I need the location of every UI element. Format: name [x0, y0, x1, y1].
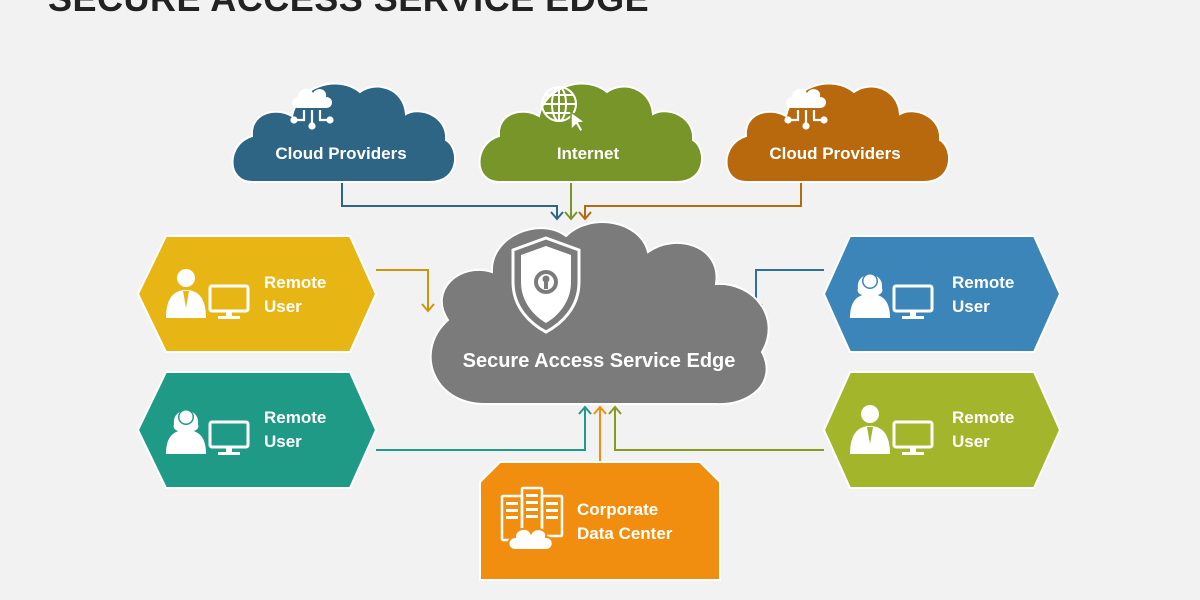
- connector-user-blue: [755, 269, 824, 310]
- remote-user-node-yellow: Remote User: [136, 235, 378, 353]
- connector-cloud-left: [341, 180, 558, 218]
- user-label-line1: Remote: [264, 273, 326, 292]
- cloud-providers-node-right: Cloud Providers: [725, 82, 950, 183]
- cloud-label: Cloud Providers: [769, 144, 900, 163]
- user-label-line2: User: [952, 297, 990, 316]
- female-user-computer-icon: [166, 409, 250, 455]
- shield-lock-icon: [511, 236, 581, 334]
- datacenter-label-line1: Corporate: [577, 500, 658, 519]
- datacenter-label-line2: Data Center: [577, 524, 673, 543]
- user-label-line2: User: [264, 297, 302, 316]
- sase-center-node: Secure Access Service Edge: [429, 221, 770, 406]
- user-label-line2: User: [264, 432, 302, 451]
- cloud-network-icon: [784, 88, 828, 130]
- male-user-computer-icon: [850, 405, 934, 455]
- cloud-providers-node-left: Cloud Providers: [231, 82, 456, 183]
- connector-user-teal: [376, 408, 586, 451]
- female-user-computer-icon: [850, 273, 934, 319]
- user-label-line1: Remote: [952, 408, 1014, 427]
- remote-user-node-green: Remote User: [822, 371, 1062, 489]
- corporate-data-center-node: Corporate Data Center: [479, 461, 721, 581]
- page-title: SECURE ACCESS SERVICE EDGE: [48, 0, 649, 20]
- male-user-computer-icon: [166, 269, 250, 319]
- remote-user-node-teal: Remote User: [136, 371, 378, 489]
- user-label-line1: Remote: [264, 408, 326, 427]
- server-cloud-icon: [500, 486, 564, 551]
- cloud-network-icon: [290, 88, 334, 130]
- connector-user-yellow: [376, 269, 429, 310]
- connector-cloud-right: [584, 180, 802, 218]
- user-label-line1: Remote: [952, 273, 1014, 292]
- internet-node: Internet: [478, 82, 703, 183]
- globe-cursor-icon: [541, 86, 587, 134]
- center-label: Secure Access Service Edge: [463, 350, 736, 372]
- cloud-label: Cloud Providers: [275, 144, 406, 163]
- connector-user-green: [614, 408, 824, 451]
- cloud-label: Internet: [557, 144, 620, 163]
- user-label-line2: User: [952, 432, 990, 451]
- remote-user-node-blue: Remote User: [822, 235, 1062, 353]
